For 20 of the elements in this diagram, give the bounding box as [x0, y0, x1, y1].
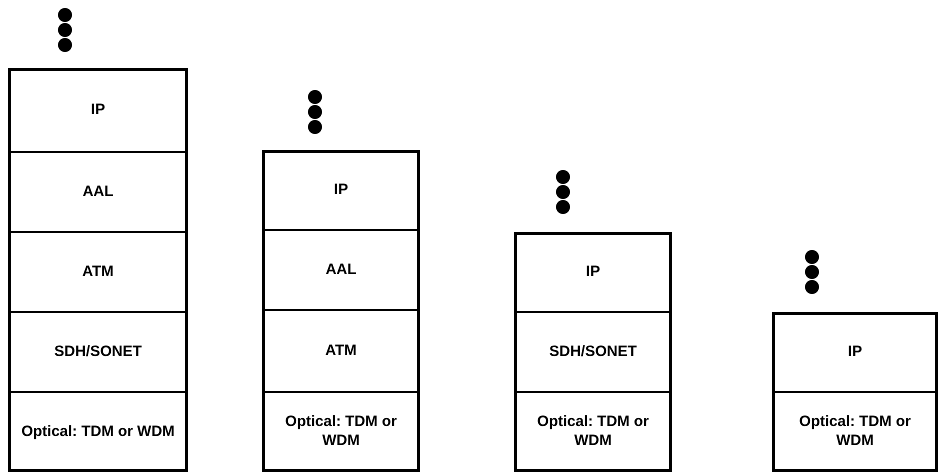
layer-box: [8, 152, 188, 232]
layer-label: AAL: [324, 260, 358, 280]
layer-label: ATM: [81, 262, 115, 282]
layer-label: Optical: TDM or WDM: [536, 413, 650, 451]
layer-box: [8, 312, 188, 392]
layer-label: AAL: [82, 182, 114, 202]
layer-box: [262, 230, 420, 310]
layer-label: IP: [332, 180, 350, 200]
layer-label: IP: [846, 342, 864, 362]
layer-box: [262, 310, 420, 392]
layer-label: IP: [584, 262, 602, 282]
layer-label: SDH/SONET: [548, 342, 638, 362]
layer-label: Optical: TDM or WDM: [798, 413, 912, 451]
layer-box: [8, 232, 188, 312]
layer-label: Optical: TDM or WDM: [284, 413, 398, 451]
layer-label: Optical: TDM or WDM: [20, 422, 176, 442]
layer-box: [514, 312, 672, 392]
layer-label: ATM: [324, 342, 358, 360]
layer-label: IP: [90, 100, 106, 120]
layer-label: SDH/SONET: [53, 342, 143, 362]
